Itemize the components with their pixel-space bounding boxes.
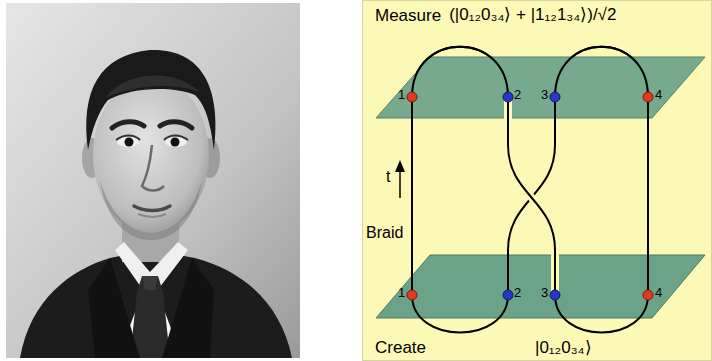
anyon-number: 1	[398, 286, 405, 301]
anyon-number: 2	[514, 88, 521, 103]
heading-word: Measure	[375, 6, 441, 26]
anyon-number: 2	[514, 286, 521, 301]
state-formula: (|0₁₂0₃₄⟩ + |1₁₂1₃₄⟩)/√2	[449, 5, 616, 25]
anyon-number: 3	[541, 286, 548, 301]
anyon-number: 3	[541, 88, 548, 103]
anyon-number: 4	[655, 286, 662, 301]
portrait-photo	[6, 3, 300, 358]
anyon-number: 4	[655, 88, 662, 103]
step-label: Braid	[366, 224, 403, 242]
step-label: Create	[375, 338, 426, 358]
anyon-number: 1	[398, 88, 405, 103]
time-label: t	[386, 168, 390, 186]
state-formula: |0₁₂0₃₄⟩	[535, 338, 592, 358]
braiding-diagram	[363, 1, 712, 361]
